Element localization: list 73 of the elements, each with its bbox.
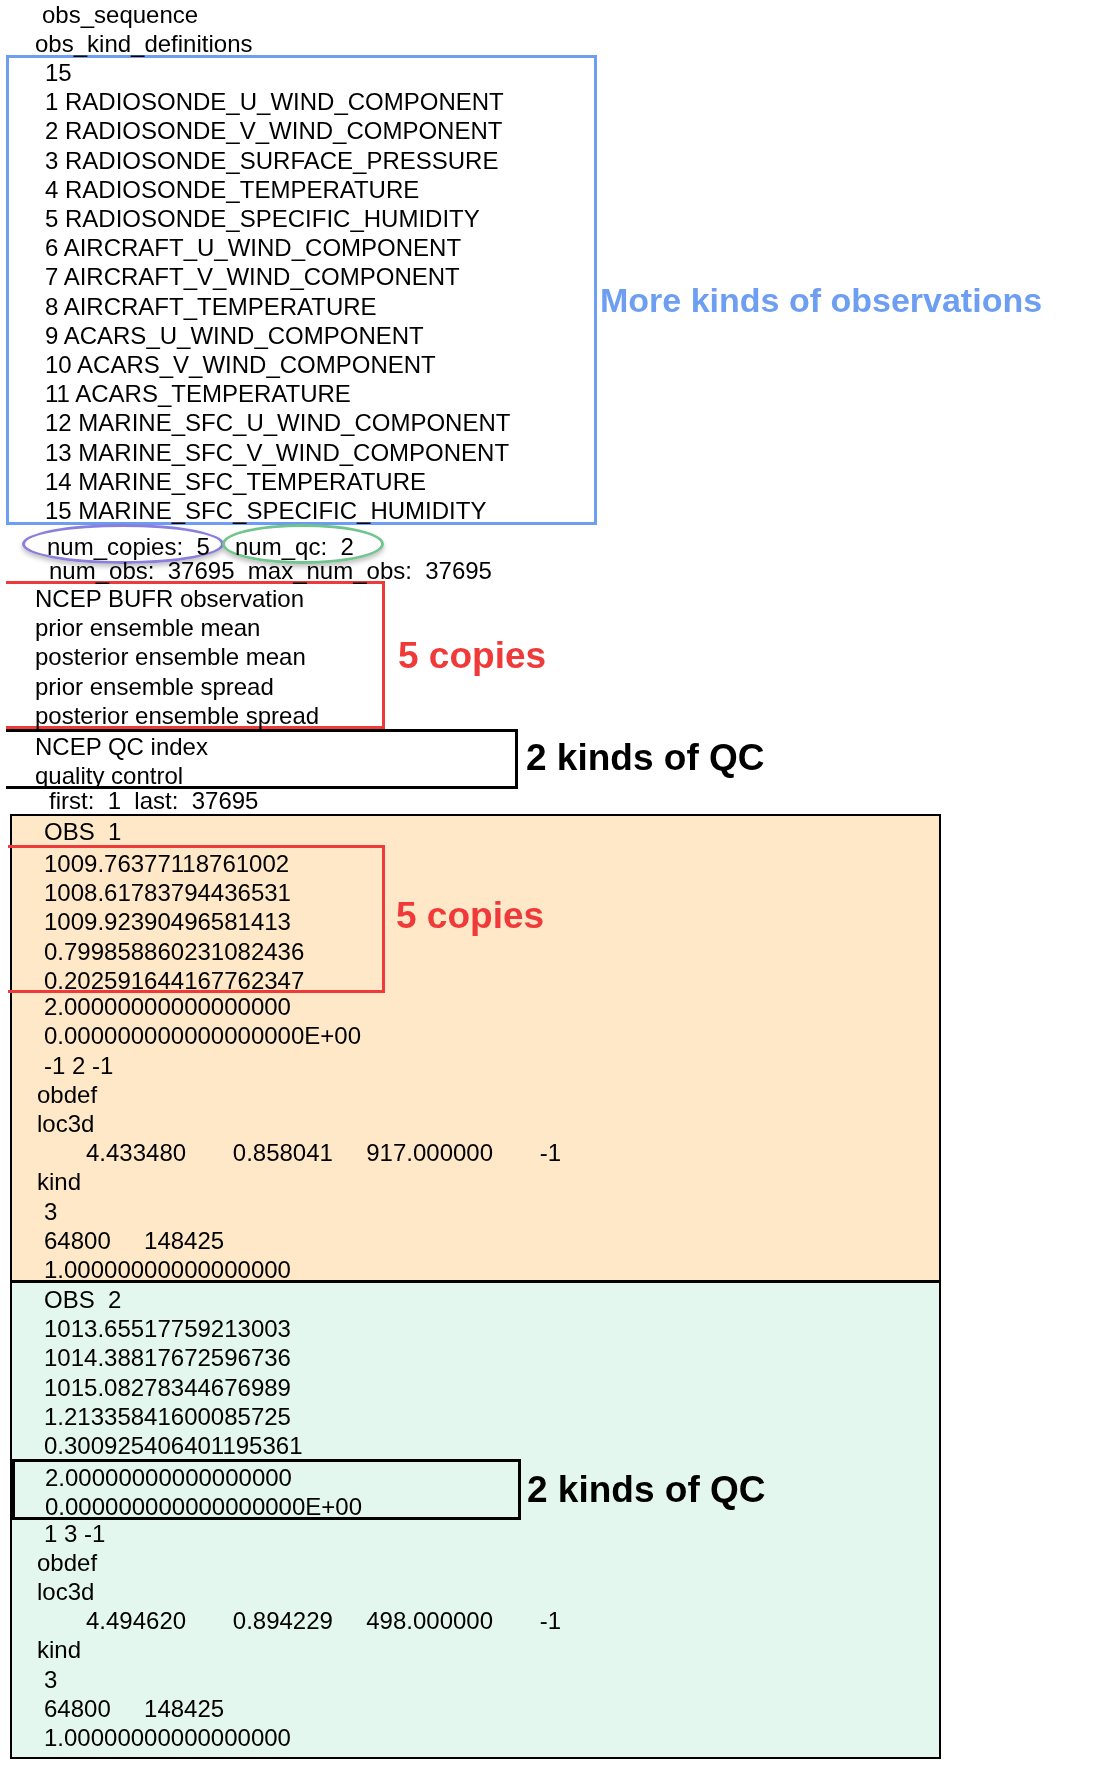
text-line: 4 RADIOSONDE_TEMPERATURE (45, 176, 420, 202)
range-line: first: 1 last: 37695 (49, 788, 259, 813)
text-line: posterior ensemble spread (35, 702, 320, 728)
text-line: 1 3 -1 (44, 1520, 106, 1546)
text-line: num_copies: 5 (47, 534, 210, 559)
text-line: prior ensemble spread (35, 673, 274, 699)
annotation-label: 2 kinds of QC (527, 1468, 766, 1512)
text-line: 1 RADIOSONDE_U_WIND_COMPONENT (45, 89, 504, 115)
listing-panel (10, 1281, 941, 1759)
text-line: 1.00000000000000000 (44, 1725, 291, 1750)
text-line: 7 AIRCRAFT_V_WIND_COMPONENT (45, 264, 460, 290)
text-line: 1013.65517759213003 (44, 1316, 291, 1342)
text-line: 13 MARINE_SFC_V_WIND_COMPONENT (45, 439, 510, 465)
text-line: NCEP QC index (35, 734, 208, 759)
text-line: 4.494620 0.894229 498.000000 -1 (86, 1608, 562, 1634)
text-line: 4.433480 0.858041 917.000000 -1 (86, 1140, 562, 1166)
text-line: posterior ensemble mean (35, 644, 306, 670)
annotation-label: 2 kinds of QC (526, 736, 765, 780)
text-line: kind (37, 1637, 82, 1663)
text-line: 5 RADIOSONDE_SPECIFIC_HUMIDITY (45, 206, 480, 231)
section-header-text: obs_kind_definitions (35, 31, 253, 56)
text-line: NCEP BUFR observation (35, 586, 304, 611)
text-line: 15 (45, 60, 72, 85)
text-line: -1 2 -1 (44, 1052, 114, 1078)
text-line: quality control (35, 763, 184, 789)
text-line: 0.202591644167762347 (44, 967, 305, 993)
text-line: 1008.61783794436531 (44, 880, 291, 906)
text-line: 15 MARINE_SFC_SPECIFIC_HUMIDITY (45, 498, 487, 523)
listing-frame (8, 845, 385, 993)
text-line: 11 ACARS_TEMPERATURE (45, 381, 351, 407)
text-line: 2.00000000000000000 (44, 994, 291, 1020)
text-line: 0.000000000000000000E+00 (45, 1494, 362, 1520)
text-line: 9 ACARS_U_WIND_COMPONENT (45, 322, 424, 348)
oval-highlight (222, 524, 384, 564)
text-line: 12 MARINE_SFC_U_WIND_COMPONENT (45, 410, 511, 436)
text-line: 1.00000000000000000 (44, 1257, 291, 1282)
annotation-label: More kinds of observations (600, 280, 1043, 321)
text-line: 64800 148425 (44, 1695, 225, 1721)
listing-frame (6, 729, 518, 789)
text-line: 1009.76377118761002 (44, 851, 290, 876)
text-line: 3 RADIOSONDE_SURFACE_PRESSURE (45, 147, 499, 173)
text-line: 8 AIRCRAFT_TEMPERATURE (45, 293, 377, 319)
oval-highlight (22, 524, 224, 564)
listing-frame (12, 1459, 521, 1520)
text-line: OBS 2 (44, 1287, 122, 1312)
text-line: 64800 148425 (44, 1227, 225, 1253)
annotation-label: 5 copies (396, 894, 545, 938)
text-line: obdef (37, 1081, 98, 1107)
text-line: 1014.38817672596736 (44, 1345, 291, 1371)
text-line: num_qc: 2 (235, 534, 354, 559)
text-line: 0.799858860231082436 (44, 938, 305, 964)
text-line: 1009.92390496581413 (44, 909, 291, 935)
text-line: 1.21335841600085725 (44, 1403, 291, 1429)
text-line: 10 ACARS_V_WIND_COMPONENT (45, 352, 436, 377)
text-line: prior ensemble mean (35, 615, 261, 641)
text-line: 3 (44, 1198, 58, 1224)
text-line: 6 AIRCRAFT_U_WIND_COMPONENT (45, 235, 462, 261)
text-line: kind (37, 1169, 82, 1195)
text-line: loc3d (37, 1579, 95, 1604)
text-line: OBS 1 (44, 819, 122, 844)
file-header-text: obs_sequence (42, 2, 199, 27)
text-line: loc3d (37, 1111, 95, 1136)
annotation-label: 5 copies (398, 634, 547, 678)
text-line: 14 MARINE_SFC_TEMPERATURE (45, 468, 426, 494)
text-line: 2.00000000000000000 (45, 1465, 292, 1490)
text-line: 2 RADIOSONDE_V_WIND_COMPONENT (45, 118, 503, 144)
listing-panel (10, 814, 941, 1282)
text-line: obdef (37, 1549, 98, 1575)
text-line: 0.000000000000000000E+00 (44, 1023, 361, 1049)
listing-frame (6, 55, 597, 525)
text-line: 3 (44, 1666, 58, 1692)
text-line: 1015.08278344676989 (44, 1374, 291, 1400)
text-line: 0.300925406401195361 (44, 1433, 303, 1458)
